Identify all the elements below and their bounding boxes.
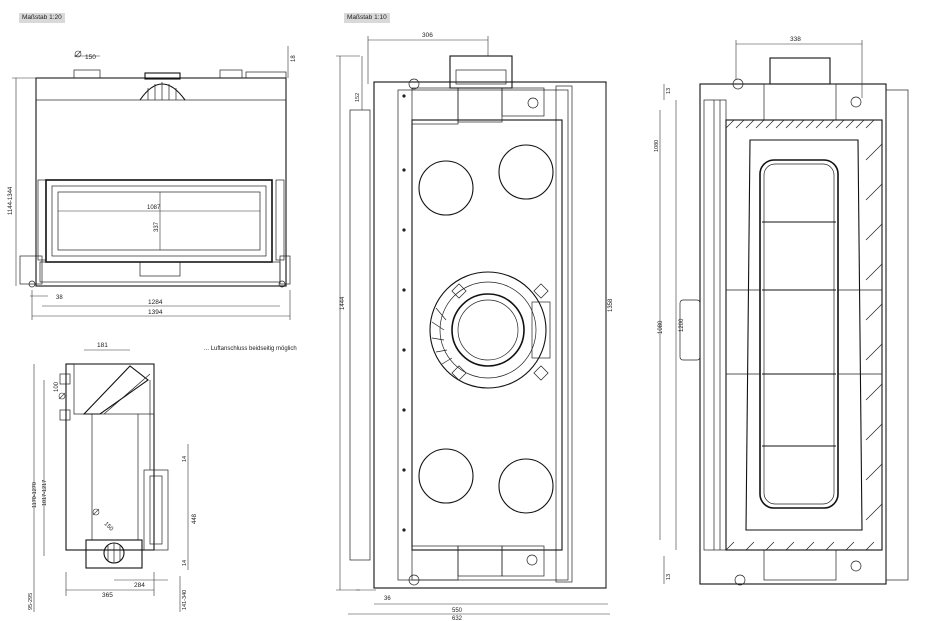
dim-section-inner-top: 1080 <box>654 140 660 152</box>
dim-section-bottom-gap: 13 <box>666 574 672 580</box>
dim-front-glass-height: 337 <box>154 221 160 232</box>
dim-side-base-right: 141-340 <box>182 590 188 610</box>
side-view: 181 100 1170-1270 1017-1217 14 448 150 1… <box>28 342 198 612</box>
dim-front-glass-width: 1087 <box>147 205 161 211</box>
dim-side-depth-total: 365 <box>102 592 113 599</box>
front-glass <box>57 191 261 251</box>
plan-outer-outline <box>373 81 607 589</box>
dim-plan-total-length: 1444 <box>340 296 346 310</box>
dim-side-base-left: 95-295 <box>28 593 34 610</box>
front-view: 150 18 1144-1344 1087 337 38 1284 1394 <box>8 46 297 320</box>
dim-side-air-diameter: 150 <box>103 521 115 533</box>
dim-side-gap-bottom: 14 <box>182 560 188 566</box>
plan-port-bottom-left <box>418 448 474 504</box>
dim-side-depth-inner: 284 <box>134 582 145 589</box>
section-view: 338 13 1080 1200 1080 13 <box>654 36 909 586</box>
dim-side-opening-height: 448 <box>192 513 198 524</box>
flue-collar <box>139 83 186 101</box>
dim-section-top-gap: 13 <box>666 88 672 94</box>
dim-front-top-offset: 18 <box>291 55 297 62</box>
dim-plan-width-inner: 550 <box>452 608 463 614</box>
plan-top-flue <box>449 55 513 89</box>
front-top-hood <box>35 77 287 101</box>
plan-port-bottom-right <box>498 458 554 514</box>
dim-side-height-outer: 1170-1270 <box>32 482 38 508</box>
dim-side-diameter: 100 <box>54 381 60 392</box>
plan-port-top-left <box>418 160 474 216</box>
air-connection-note: ... Luftanschluss beidseitig möglich <box>204 346 297 352</box>
dim-plan-body-length: 1358 <box>608 298 614 312</box>
dim-plan-top-offset: 306 <box>422 32 433 39</box>
front-body-outline <box>35 77 287 287</box>
dim-section-height: 1200 <box>679 318 685 332</box>
dim-front-flue-diameter: 150 <box>85 54 96 61</box>
dim-front-side-offset: 38 <box>56 295 63 301</box>
plan-central-flue <box>451 293 525 367</box>
dim-front-width-inner: 1284 <box>148 299 163 306</box>
dim-front-height: 1144-1344 <box>8 186 14 215</box>
dim-front-width-total: 1394 <box>148 309 163 316</box>
dim-plan-width-total: 632 <box>452 616 463 621</box>
section-glass-panel <box>759 159 839 509</box>
scale-label-left: Maßstab 1:20 <box>19 13 65 23</box>
dim-plan-left-offset: 36 <box>384 596 391 602</box>
plan-port-top-right <box>498 144 554 200</box>
section-top-flue <box>769 57 831 85</box>
dim-side-top-depth: 181 <box>97 342 108 349</box>
plan-inner-body <box>411 119 563 551</box>
plan-view: 306 152 1444 1358 36 550 632 <box>336 32 614 621</box>
dim-section-width: 338 <box>790 36 801 43</box>
side-baffle <box>82 365 149 415</box>
scale-label-right: Maßstab 1:10 <box>344 13 390 23</box>
side-body-outline <box>65 363 155 551</box>
plan-central-flue-ring <box>429 271 547 389</box>
dim-section-inner: 1080 <box>658 320 664 334</box>
section-firebox-inner <box>745 139 863 531</box>
side-air-box <box>85 539 143 569</box>
dim-side-gap-top: 14 <box>182 456 188 462</box>
dim-side-height-inner: 1017-1217 <box>42 480 48 506</box>
dim-plan-top-gap: 152 <box>355 93 361 102</box>
